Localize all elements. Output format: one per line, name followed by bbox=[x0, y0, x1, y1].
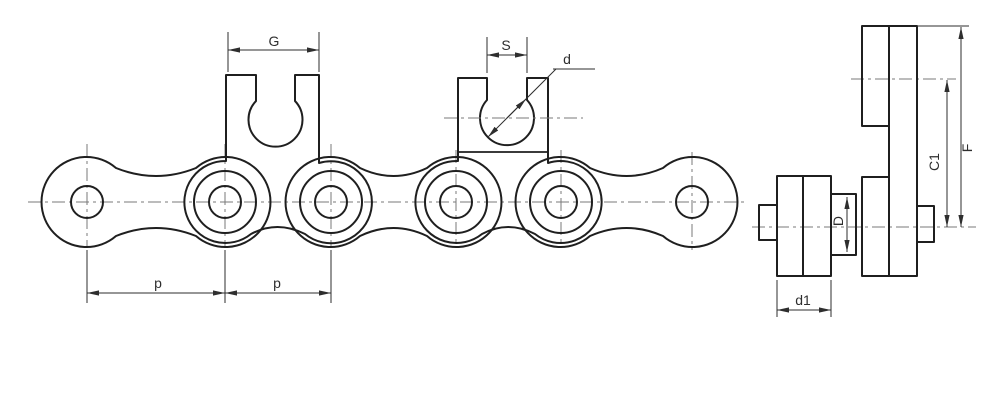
side-view: G S d p p bbox=[28, 32, 747, 303]
dimension-s: S bbox=[486, 37, 528, 73]
dimension-d: d bbox=[487, 51, 595, 138]
link-plate-with-s-attachment bbox=[414, 77, 603, 244]
chain-link-plate-outer-1 bbox=[40, 156, 272, 248]
dim-label-c1: C1 bbox=[926, 153, 942, 171]
chain-link-plate-outer-3 bbox=[514, 156, 739, 248]
dim-label-g: G bbox=[269, 33, 280, 49]
pin-end-right bbox=[916, 205, 935, 243]
dim-label-s: S bbox=[501, 37, 510, 53]
dim-label-p1: p bbox=[154, 275, 162, 291]
dimension-d1: d1 bbox=[776, 280, 832, 317]
dimension-g: G bbox=[227, 32, 320, 72]
link-plate-with-g-attachment bbox=[183, 74, 373, 245]
chain-link-plate-outer-2 bbox=[284, 156, 503, 248]
dim-label-D: D bbox=[830, 216, 846, 226]
roller-end-view bbox=[830, 193, 857, 256]
dim-label-d1: d1 bbox=[795, 292, 811, 308]
attachment-plate-full bbox=[888, 25, 918, 277]
pin-hole bbox=[439, 185, 473, 219]
end-view: D d1 C1 F bbox=[752, 25, 976, 317]
roller-circle bbox=[299, 170, 363, 234]
pin-hole bbox=[314, 185, 348, 219]
pin-end-left bbox=[758, 204, 778, 241]
roller-circle bbox=[424, 170, 488, 234]
roller-circle bbox=[529, 170, 593, 234]
roller-circle bbox=[193, 170, 257, 234]
dim-label-f: F bbox=[959, 144, 975, 153]
dimension-D: D bbox=[830, 197, 850, 252]
dimension-p: p p bbox=[86, 250, 332, 303]
dimension-f: F bbox=[917, 25, 975, 227]
pin-hole bbox=[544, 185, 578, 219]
dim-label-p2: p bbox=[273, 275, 281, 291]
pin-hole bbox=[208, 185, 242, 219]
dimension-c1: C1 bbox=[926, 80, 950, 227]
dim-label-d: d bbox=[563, 51, 571, 67]
pin-hole bbox=[675, 185, 709, 219]
pin-hole bbox=[70, 185, 104, 219]
attachment-plate-upper bbox=[861, 25, 890, 127]
